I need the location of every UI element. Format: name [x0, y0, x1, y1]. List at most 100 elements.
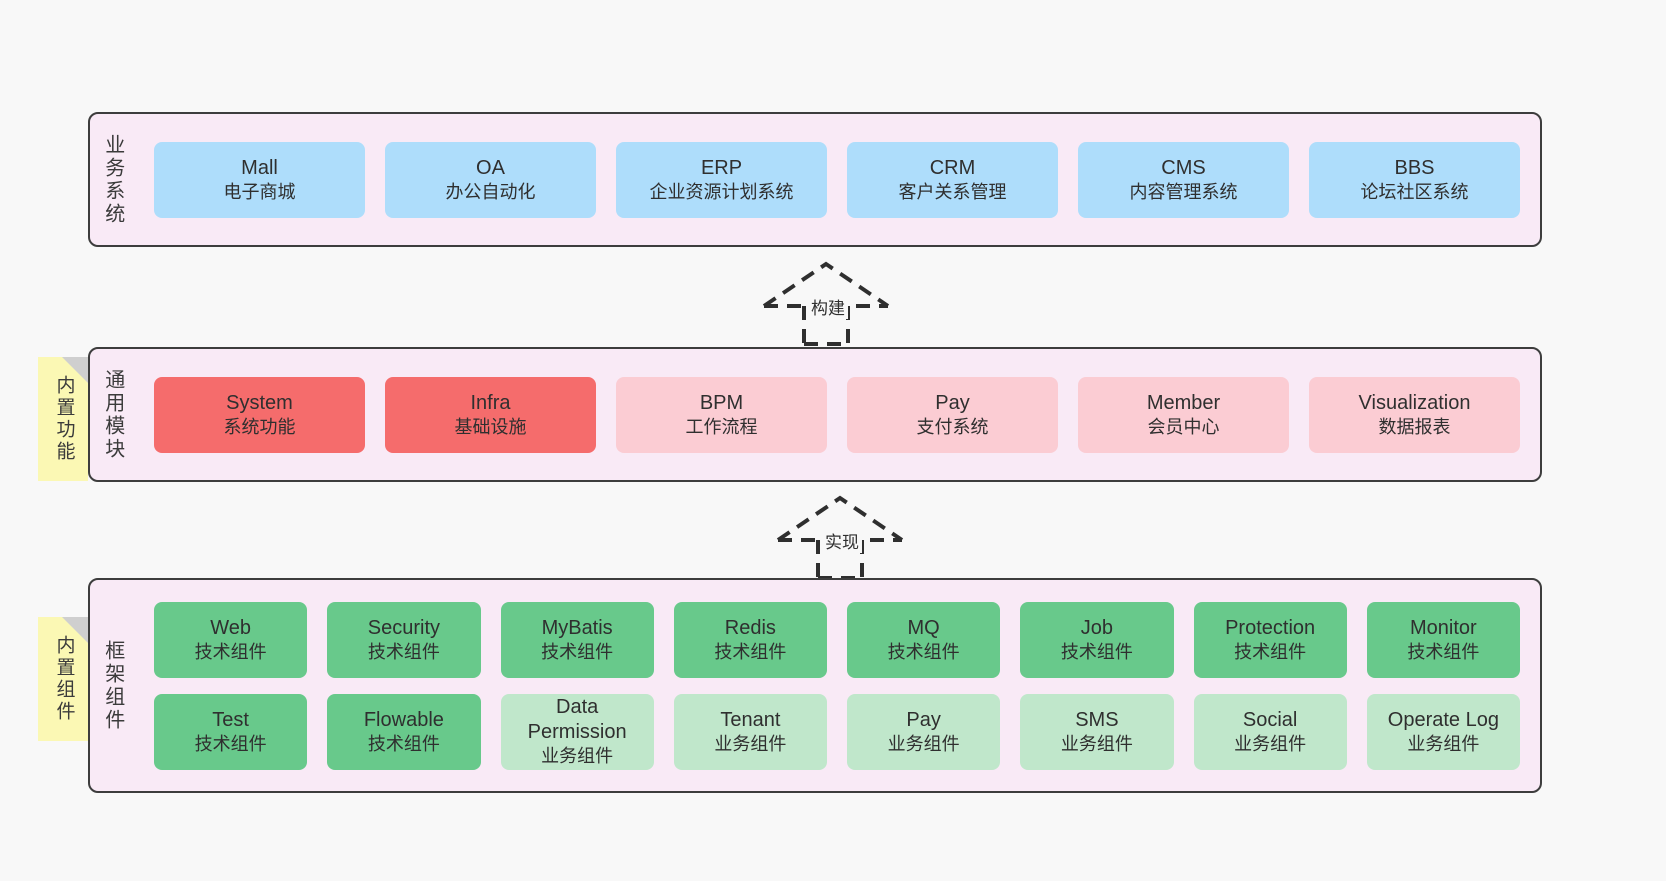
- layer-body-common: System 系统功能 Infra 基础设施 BPM 工作流程 Pay 支付系统…: [134, 349, 1540, 480]
- component-name: Social: [1242, 708, 1298, 731]
- module-subname: 会员中心: [1147, 416, 1220, 437]
- component-card-redis[interactable]: Redis 技术组件: [673, 601, 827, 678]
- component-subname: 技术组件: [887, 641, 960, 662]
- connector-label-implement: 实现: [822, 528, 862, 553]
- component-card-pay[interactable]: Pay 业务组件: [847, 693, 1001, 770]
- module-subname: 论坛社区系统: [1360, 181, 1469, 202]
- module-name: System: [226, 391, 293, 414]
- component-name: SMS: [1075, 708, 1119, 731]
- component-name: Monitor: [1410, 616, 1477, 639]
- note-fold-corner-icon: [62, 357, 88, 383]
- component-name: Redis: [724, 616, 776, 639]
- component-name: Test: [212, 708, 249, 731]
- component-subname: 技术组件: [1060, 641, 1133, 662]
- connector-implement: 实现: [770, 492, 920, 580]
- component-card-operate-log[interactable]: Operate Log 业务组件: [1366, 693, 1520, 770]
- component-subname: 技术组件: [194, 641, 267, 662]
- module-card-bbs[interactable]: BBS 论坛社区系统: [1309, 141, 1520, 218]
- module-card-cms[interactable]: CMS 内容管理系统: [1078, 141, 1289, 218]
- module-subname: 数据报表: [1378, 416, 1451, 437]
- component-card-job[interactable]: Job 技术组件: [1020, 601, 1174, 678]
- component-name: Web: [210, 616, 251, 639]
- component-card-security[interactable]: Security 技术组件: [327, 601, 481, 678]
- layer-common-module: 通用模块 System 系统功能 Infra 基础设施 BPM 工作流程 Pay…: [88, 347, 1542, 482]
- connector-label-build: 构建: [808, 294, 848, 319]
- module-name: CRM: [929, 156, 976, 179]
- component-subname: 技术组件: [1407, 641, 1480, 662]
- module-name: Pay: [935, 391, 970, 414]
- module-name: BPM: [699, 391, 744, 414]
- component-subname: 业务组件: [1234, 733, 1307, 754]
- module-name: Visualization: [1358, 391, 1471, 414]
- component-subname: 技术组件: [367, 641, 440, 662]
- component-subname: 技术组件: [194, 733, 267, 754]
- module-subname: 电子商城: [223, 181, 296, 202]
- note-builtin-components: 内置组件: [38, 617, 88, 741]
- component-name: Security: [367, 616, 440, 639]
- module-card-mall[interactable]: Mall 电子商城: [154, 141, 365, 218]
- module-card-bpm[interactable]: BPM 工作流程: [616, 376, 827, 453]
- component-subname: 业务组件: [1060, 733, 1133, 754]
- module-card-erp[interactable]: ERP 企业资源计划系统: [616, 141, 827, 218]
- layer-row: System 系统功能 Infra 基础设施 BPM 工作流程 Pay 支付系统…: [154, 376, 1520, 453]
- component-subname: 技术组件: [1234, 641, 1307, 662]
- component-name: Pay: [906, 708, 941, 731]
- module-card-infra[interactable]: Infra 基础设施: [385, 376, 596, 453]
- component-name: Flowable: [363, 708, 444, 731]
- module-card-pay[interactable]: Pay 支付系统: [847, 376, 1058, 453]
- component-name: MQ: [907, 616, 940, 639]
- component-name: Data Permission: [527, 696, 627, 744]
- note-builtin-features: 内置功能: [38, 357, 88, 481]
- layer-row: Mall 电子商城 OA 办公自动化 ERP 企业资源计划系统 CRM 客户关系…: [154, 141, 1520, 218]
- component-card-web[interactable]: Web 技术组件: [154, 601, 308, 678]
- module-card-oa[interactable]: OA 办公自动化: [385, 141, 596, 218]
- layer-row: Test 技术组件 Flowable 技术组件 Data Permission …: [154, 693, 1520, 770]
- component-card-mybatis[interactable]: MyBatis 技术组件: [500, 601, 654, 678]
- layer-title-common: 通用模块: [101, 368, 124, 461]
- component-subname: 业务组件: [541, 746, 614, 767]
- module-card-visualization[interactable]: Visualization 数据报表: [1309, 376, 1520, 453]
- component-subname: 技术组件: [714, 641, 787, 662]
- layer-framework-components: 框架组件 Web 技术组件 Security 技术组件 MyBatis 技术组件…: [88, 578, 1542, 793]
- component-name: Tenant: [720, 708, 781, 731]
- module-card-system[interactable]: System 系统功能: [154, 376, 365, 453]
- module-subname: 内容管理系统: [1129, 181, 1238, 202]
- note-label: 内置组件: [53, 635, 75, 723]
- component-card-monitor[interactable]: Monitor 技术组件: [1366, 601, 1520, 678]
- component-subname: 业务组件: [887, 733, 960, 754]
- module-subname: 系统功能: [223, 416, 296, 437]
- module-subname: 工作流程: [685, 416, 758, 437]
- component-subname: 业务组件: [1407, 733, 1480, 754]
- layer-title-business: 业务系统: [101, 133, 124, 226]
- module-subname: 基础设施: [454, 416, 527, 437]
- component-name: MyBatis: [541, 616, 613, 639]
- layer-business-system: 业务系统 Mall 电子商城 OA 办公自动化 ERP 企业资源计划系统 CRM…: [88, 112, 1542, 247]
- layer-row: Web 技术组件 Security 技术组件 MyBatis 技术组件 Redi…: [154, 601, 1520, 678]
- component-card-test[interactable]: Test 技术组件: [154, 693, 308, 770]
- component-card-tenant[interactable]: Tenant 业务组件: [673, 693, 827, 770]
- component-card-flowable[interactable]: Flowable 技术组件: [327, 693, 481, 770]
- module-name: OA: [476, 156, 505, 179]
- component-name: Operate Log: [1387, 708, 1499, 731]
- component-subname: 业务组件: [714, 733, 787, 754]
- note-fold-corner-icon: [62, 617, 88, 643]
- component-card-mq[interactable]: MQ 技术组件: [847, 601, 1001, 678]
- component-card-protection[interactable]: Protection 技术组件: [1193, 601, 1347, 678]
- component-card-sms[interactable]: SMS 业务组件: [1020, 693, 1174, 770]
- component-name: Job: [1080, 616, 1113, 639]
- module-subname: 支付系统: [916, 416, 989, 437]
- layer-body-business: Mall 电子商城 OA 办公自动化 ERP 企业资源计划系统 CRM 客户关系…: [134, 114, 1540, 245]
- connector-build: 构建: [756, 258, 906, 346]
- module-name: Infra: [470, 391, 511, 414]
- component-card-data-permission[interactable]: Data Permission 业务组件: [500, 693, 654, 770]
- module-card-member[interactable]: Member 会员中心: [1078, 376, 1289, 453]
- component-card-social[interactable]: Social 业务组件: [1193, 693, 1347, 770]
- module-subname: 办公自动化: [445, 181, 536, 202]
- module-card-crm[interactable]: CRM 客户关系管理: [847, 141, 1058, 218]
- component-name: Protection: [1225, 616, 1316, 639]
- module-subname: 客户关系管理: [898, 181, 1007, 202]
- note-label: 内置功能: [53, 375, 75, 463]
- layer-title-framework: 框架组件: [101, 639, 124, 732]
- component-subname: 技术组件: [367, 733, 440, 754]
